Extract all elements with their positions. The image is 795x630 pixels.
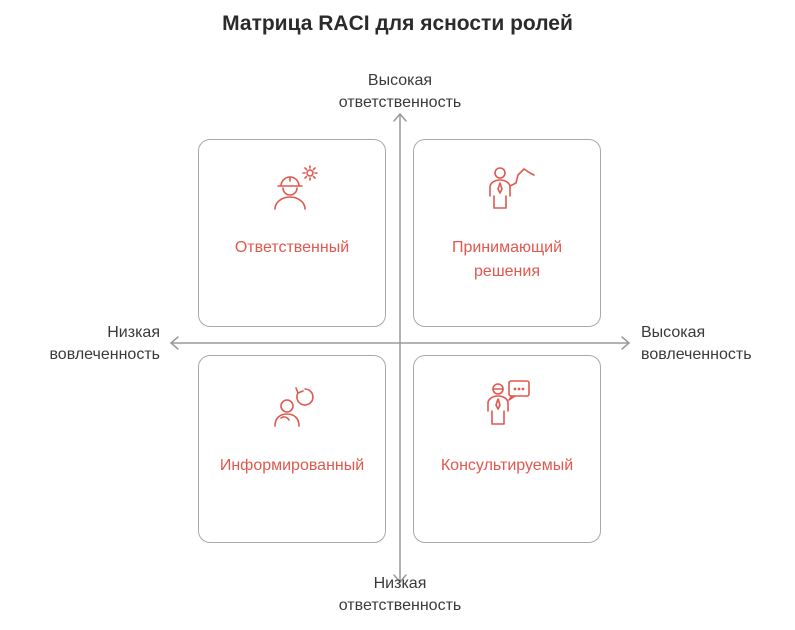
quadrant-consulted: Консультируемый xyxy=(413,355,601,543)
page-title: Матрица RACI для ясности ролей xyxy=(222,12,573,35)
quadrant-label: Ответственный xyxy=(234,239,350,256)
person-refresh-icon xyxy=(274,387,314,427)
person-chat-icon xyxy=(487,380,530,425)
axis-label-low-involvement: Низкая вовлеченность xyxy=(49,324,160,363)
worker-gear-icon xyxy=(274,165,318,210)
quadrant-label: Информированный xyxy=(219,457,365,474)
axis-label-high-responsibility: Высокая ответственность xyxy=(338,72,462,111)
quadrant-responsible: Ответственный xyxy=(198,139,386,327)
arrow-right-icon xyxy=(621,336,630,350)
quadrant-decision-maker: Принимающий решения xyxy=(413,139,601,327)
person-decision-icon xyxy=(489,167,535,209)
arrow-down-icon xyxy=(393,574,407,583)
arrow-up-icon xyxy=(393,113,407,122)
axis-label-high-involvement: Высокая вовлеченность xyxy=(641,324,752,363)
arrow-left-icon xyxy=(170,336,179,350)
quadrant-label: Принимающий решения xyxy=(451,239,563,280)
axis-label-low-responsibility: Низкая ответственность xyxy=(338,575,462,614)
quadrant-label: Консультируемый xyxy=(440,457,574,474)
quadrant-informed: Информированный xyxy=(198,355,386,543)
